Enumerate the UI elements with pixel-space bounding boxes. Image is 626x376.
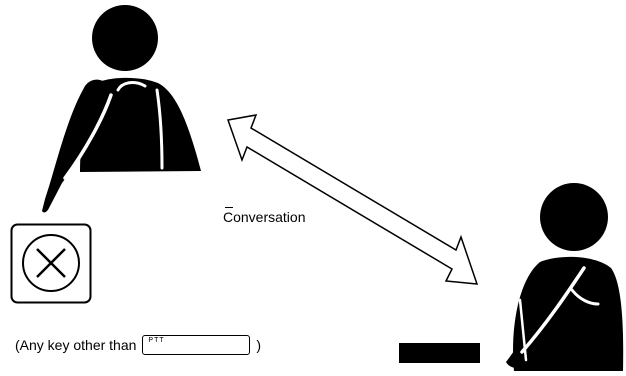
conversation-label: Conversation xyxy=(223,209,306,225)
handset-base-icon xyxy=(399,343,480,363)
person-pressing-key-icon xyxy=(42,5,201,212)
conversation-text: Conversation xyxy=(223,209,306,225)
key-note: (Any key other than PTT ) xyxy=(15,335,261,355)
person-at-handset-icon xyxy=(506,183,623,371)
x-key-icon xyxy=(12,225,91,303)
ptt-key-icon: PTT xyxy=(142,335,250,355)
ptt-key-label: PTT xyxy=(148,337,164,345)
double-headed-arrow-icon xyxy=(228,115,477,284)
key-note-prefix: (Any key other than xyxy=(15,337,136,353)
key-note-suffix: ) xyxy=(256,337,261,353)
conversation-overbar xyxy=(225,207,233,208)
